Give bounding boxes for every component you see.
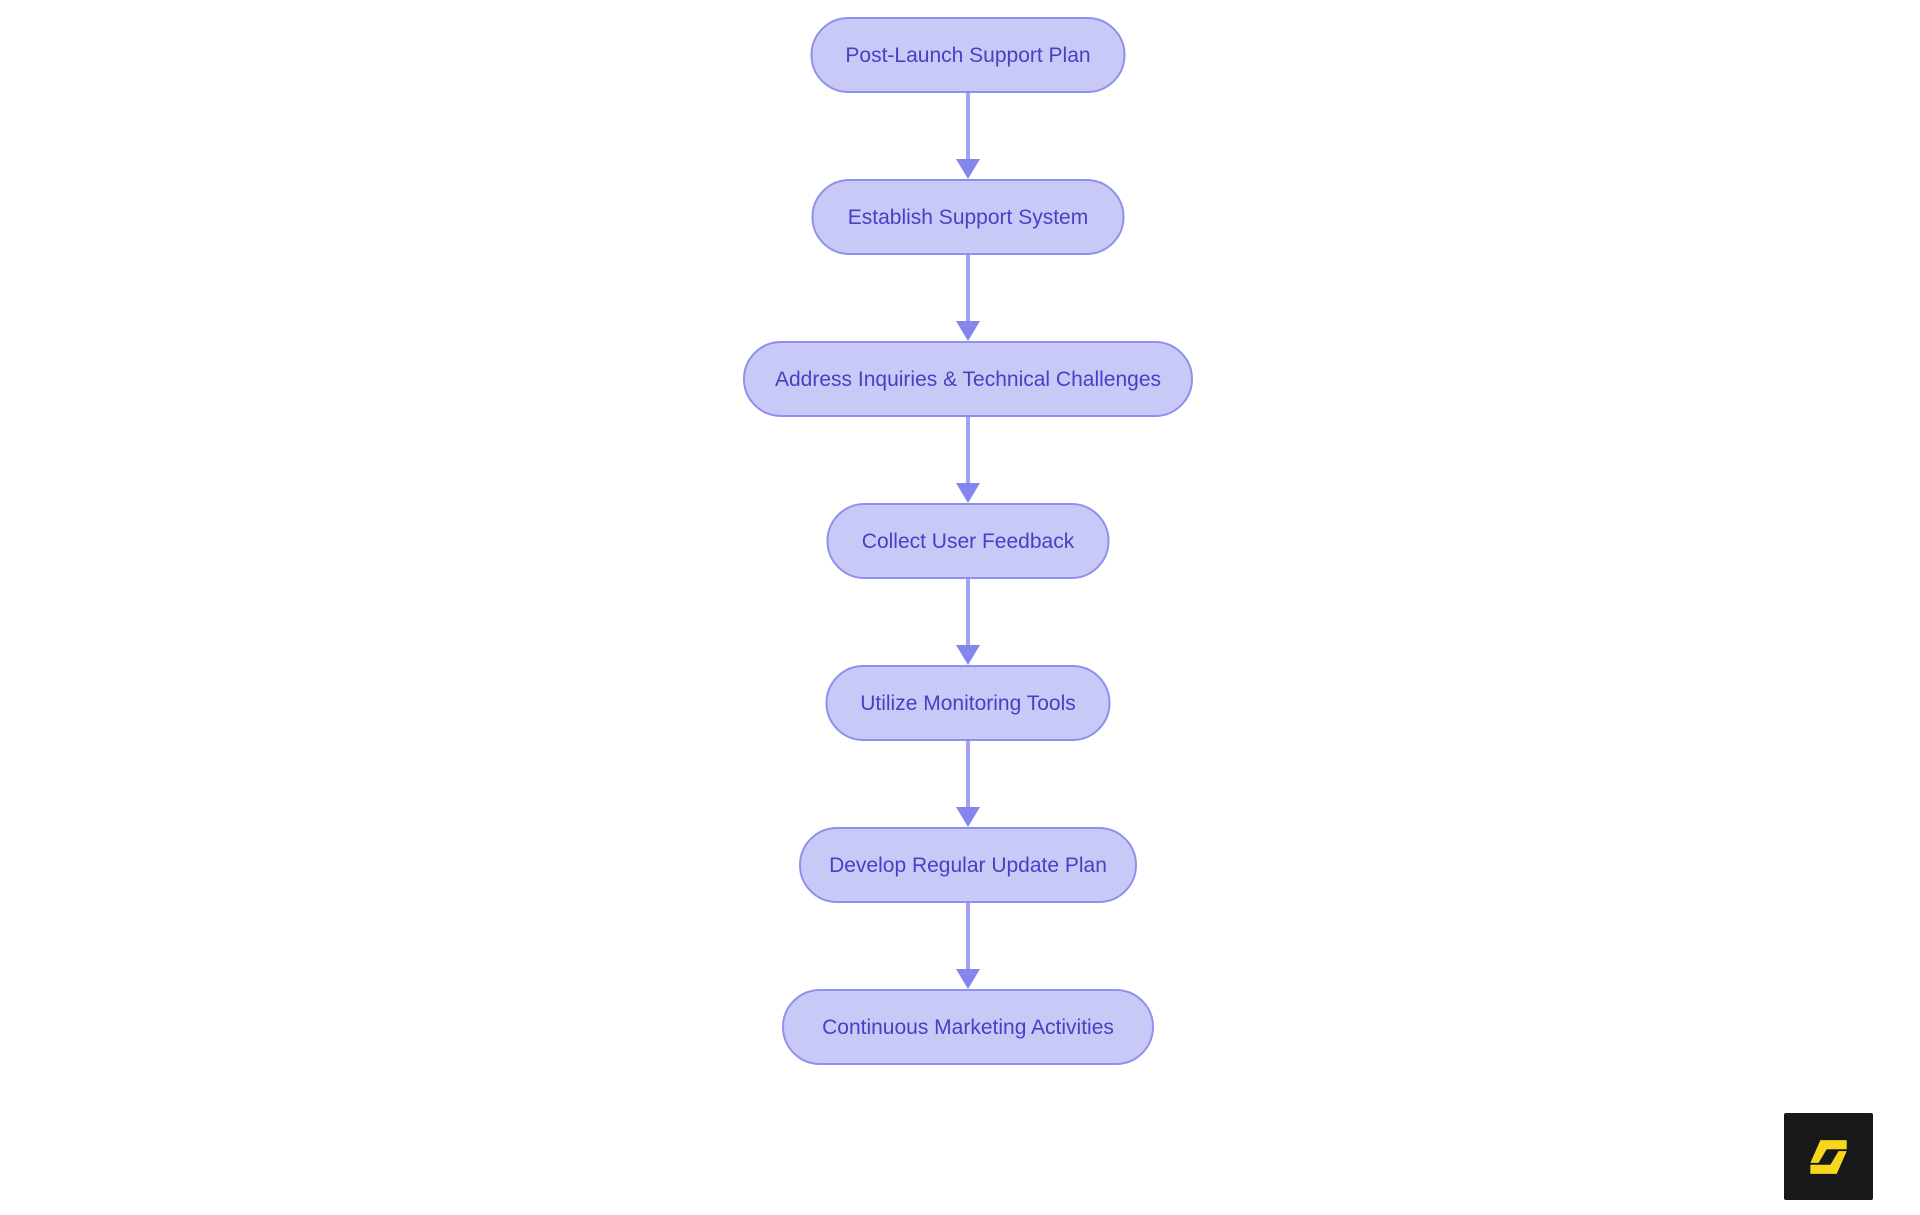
flow-node-collect-user-feedback: Collect User Feedback (826, 503, 1110, 579)
connector-arrow-1 (956, 93, 980, 179)
flow-node-continuous-marketing-activities: Continuous Marketing Activities (782, 989, 1154, 1065)
flow-node-utilize-monitoring-tools: Utilize Monitoring Tools (825, 665, 1111, 741)
arrowhead-down-icon (956, 321, 980, 341)
flow-node-post-launch-support-plan: Post-Launch Support Plan (810, 17, 1126, 93)
connector-arrow-2 (956, 255, 980, 341)
flow-node-develop-regular-update-plan: Develop Regular Update Plan (799, 827, 1137, 903)
flow-node-establish-support-system: Establish Support System (811, 179, 1125, 255)
connector-arrow-5 (956, 741, 980, 827)
connector-line (966, 741, 970, 808)
connector-line (966, 903, 970, 970)
connector-line (966, 579, 970, 646)
logo-s-icon (1809, 1139, 1847, 1174)
arrowhead-down-icon (956, 807, 980, 827)
arrowhead-down-icon (956, 159, 980, 179)
connector-arrow-6 (956, 903, 980, 989)
connector-line (966, 93, 970, 160)
flow-node-address-inquiries-technical-challenges: Address Inquiries & Technical Challenges (743, 341, 1193, 417)
connector-arrow-3 (956, 417, 980, 503)
arrowhead-down-icon (956, 483, 980, 503)
arrowhead-down-icon (956, 645, 980, 665)
connector-line (966, 255, 970, 322)
arrowhead-down-icon (956, 969, 980, 989)
brand-logo (1784, 1113, 1873, 1200)
connector-arrow-4 (956, 579, 980, 665)
connector-line (966, 417, 970, 484)
